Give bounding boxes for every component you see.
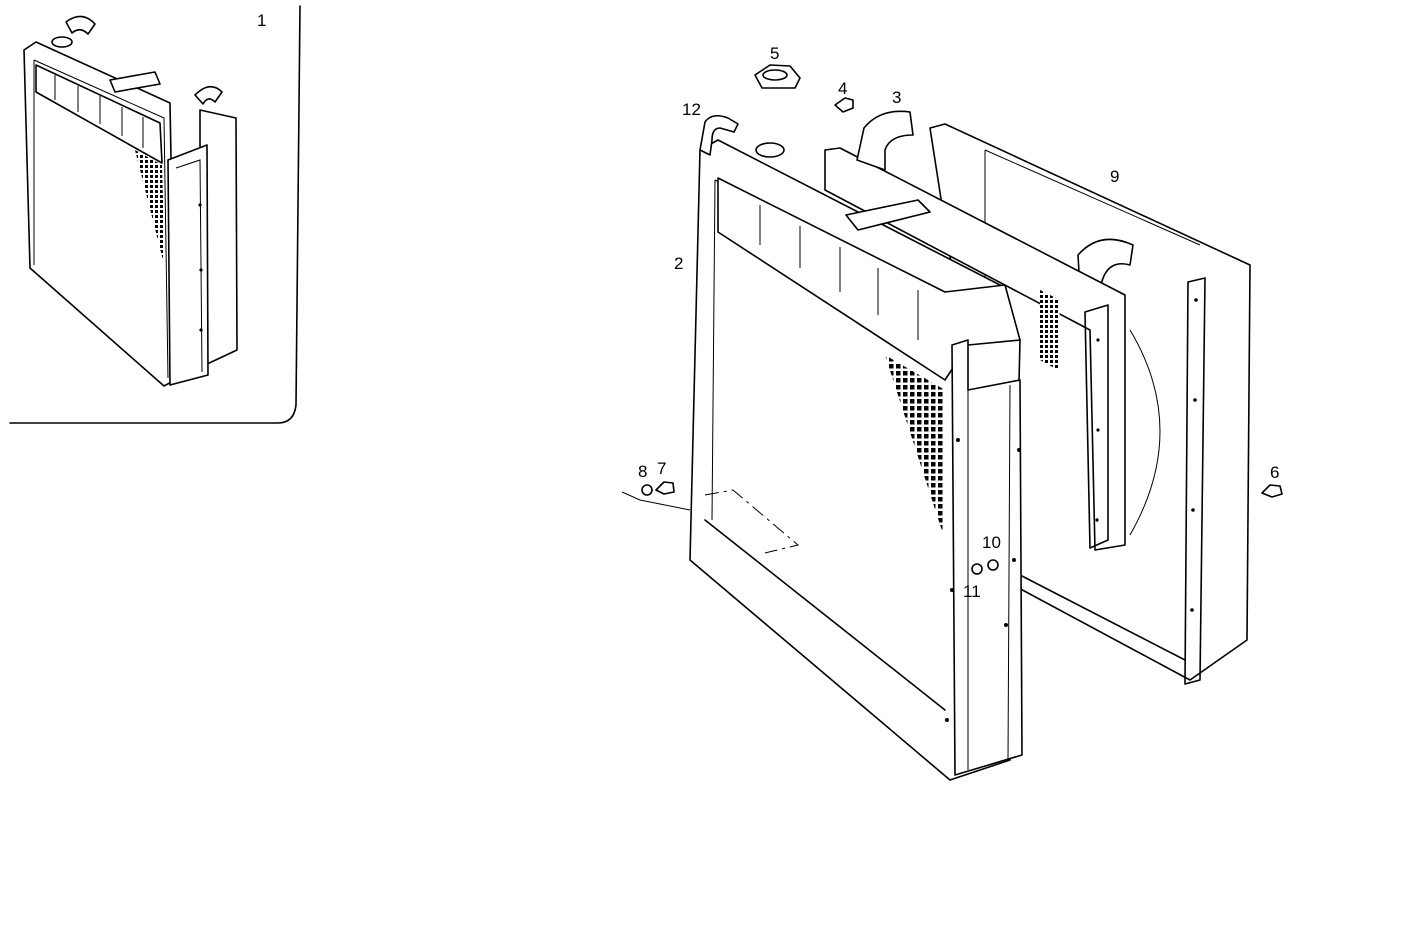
assembled-radiator-view [9, 5, 301, 424]
inner-frame [824, 147, 1126, 551]
radiator-core [689, 139, 1023, 781]
callout-3: 3 [892, 88, 901, 107]
hose-12 [699, 114, 739, 156]
bolt-4 [834, 97, 854, 113]
nut-10 [987, 559, 999, 571]
callout-7: 7 [657, 459, 666, 478]
callout-6: 6 [1270, 463, 1279, 482]
washer-11 [971, 563, 983, 575]
callout-5: 5 [770, 44, 779, 63]
callout-12: 12 [682, 100, 701, 119]
filler-cap-5 [754, 64, 801, 89]
callout-1: 1 [257, 11, 266, 30]
bolt-7-washer-8 [621, 481, 691, 511]
callout-10: 10 [982, 533, 1001, 552]
bolt-6 [1261, 484, 1283, 498]
hose-3 [856, 110, 914, 171]
callout-11: 11 [963, 582, 981, 601]
callout-4: 4 [838, 79, 847, 98]
callout-9: 9 [1110, 167, 1119, 186]
callout-8: 8 [638, 462, 647, 481]
callout-2: 2 [674, 254, 683, 273]
